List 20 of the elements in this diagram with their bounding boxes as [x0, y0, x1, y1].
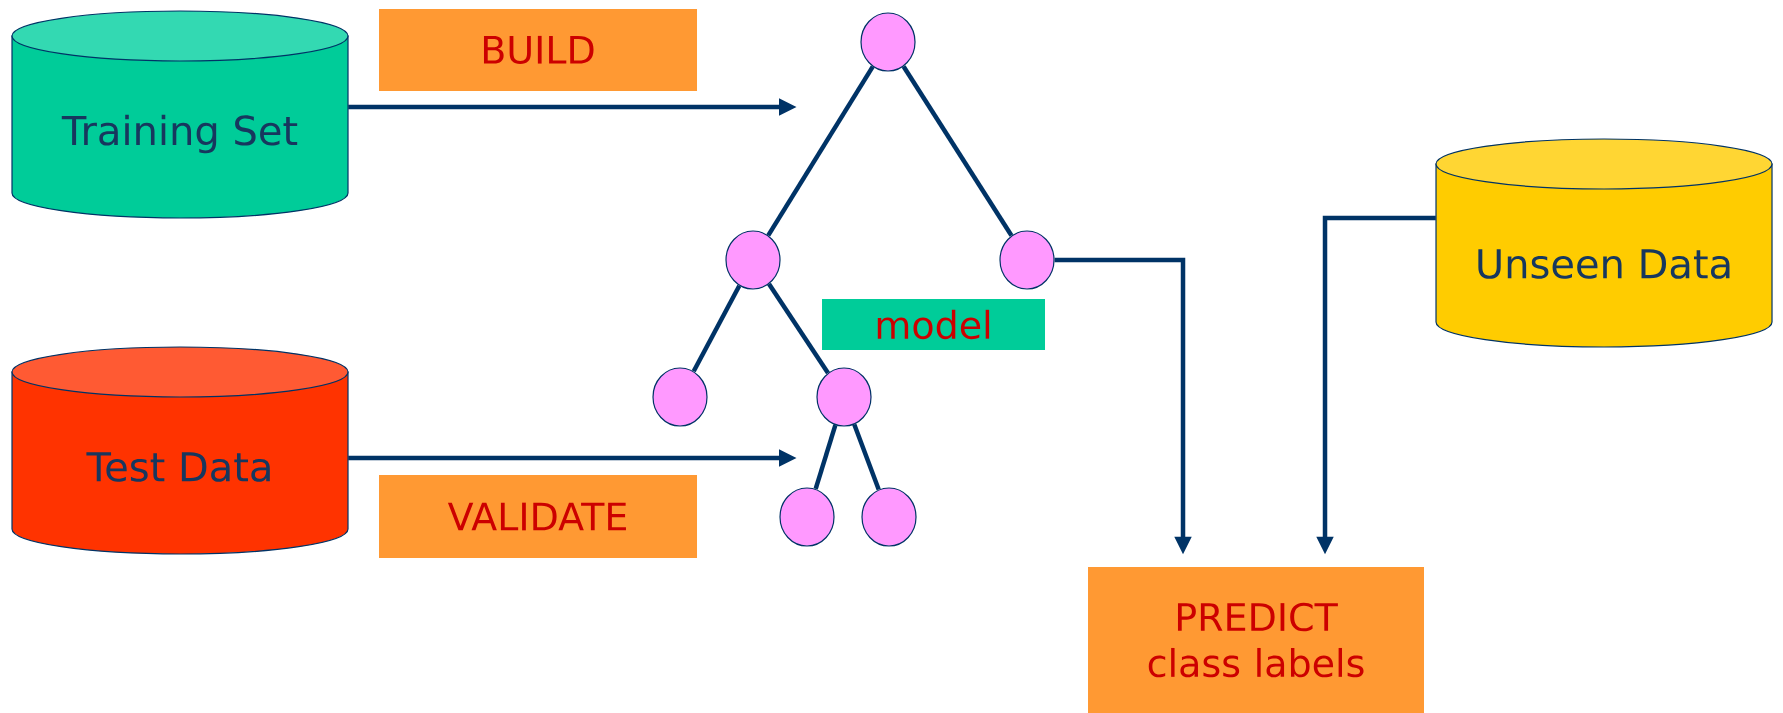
branch-line [852, 423, 881, 491]
branch-line [691, 284, 742, 373]
cylinder: Unseen Data [1435, 138, 1773, 348]
tree-node [861, 487, 917, 547]
tree-node [816, 367, 872, 427]
label-box: PREDICT class labels [1088, 567, 1424, 713]
branch-line [766, 65, 875, 237]
label-box: BUILD [379, 9, 697, 91]
branch-line [901, 65, 1014, 237]
tree-node [860, 12, 916, 72]
label-box: VALIDATE [379, 475, 697, 558]
tree-node [725, 230, 781, 290]
cylinder: Training Set [11, 10, 349, 219]
tree-node [652, 367, 708, 427]
branch-line [813, 424, 838, 490]
branch-line [767, 282, 830, 375]
tree-node [779, 487, 835, 547]
label-box: model [822, 299, 1045, 350]
cylinder: Test Data [11, 346, 349, 555]
tree-node [999, 230, 1055, 290]
